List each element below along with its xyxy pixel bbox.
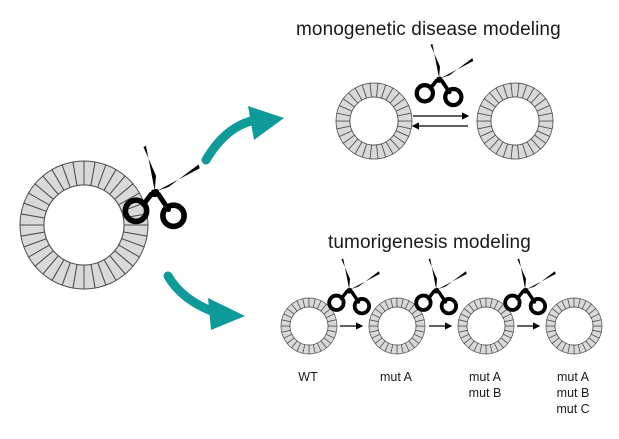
curved-arrow-icon: [163, 271, 245, 330]
organoid-icon: [368, 297, 426, 355]
stage-label-line: mut B: [556, 386, 590, 400]
stage-label-mut-a: mut A: [366, 369, 426, 385]
organoid-lumen: [43, 184, 125, 266]
stage-label-line: mut A: [557, 370, 589, 384]
organoid-icon: [19, 160, 149, 290]
scissors-icon: [417, 44, 474, 105]
tumorigenesis-heading: tumorigenesis modeling: [328, 232, 531, 253]
organoid-icon: [280, 297, 338, 355]
organoid-icon: [545, 297, 603, 355]
monogenetic-heading: monogenetic disease modeling: [296, 19, 561, 40]
scissors-icon: [414, 256, 469, 316]
stage-label-wt: WT: [278, 369, 338, 385]
stage-label-line: mut A: [469, 370, 501, 384]
organoid-icon: [476, 82, 554, 160]
organoid-lumen: [349, 96, 399, 146]
organoid-lumen: [466, 306, 506, 346]
scissors-icon: [503, 256, 558, 316]
organoid-icon: [457, 297, 515, 355]
organoid-lumen: [377, 306, 417, 346]
scissors-icon: [327, 256, 382, 316]
curved-arrow-icon: [201, 106, 284, 165]
organoid-lumen: [289, 306, 329, 346]
stage-label-line: mut A: [380, 370, 412, 384]
stage-label-line: WT: [298, 370, 318, 384]
stage-label-line: mut C: [556, 402, 590, 416]
stage-label-mut-ab: mut A mut B: [455, 369, 515, 401]
stage-label-mut-abc: mut A mut B mut C: [543, 369, 603, 417]
organoid-lumen: [490, 96, 540, 146]
organoid-lumen: [554, 306, 594, 346]
stage-label-line: mut B: [468, 386, 502, 400]
organoid-icon: [335, 82, 413, 160]
